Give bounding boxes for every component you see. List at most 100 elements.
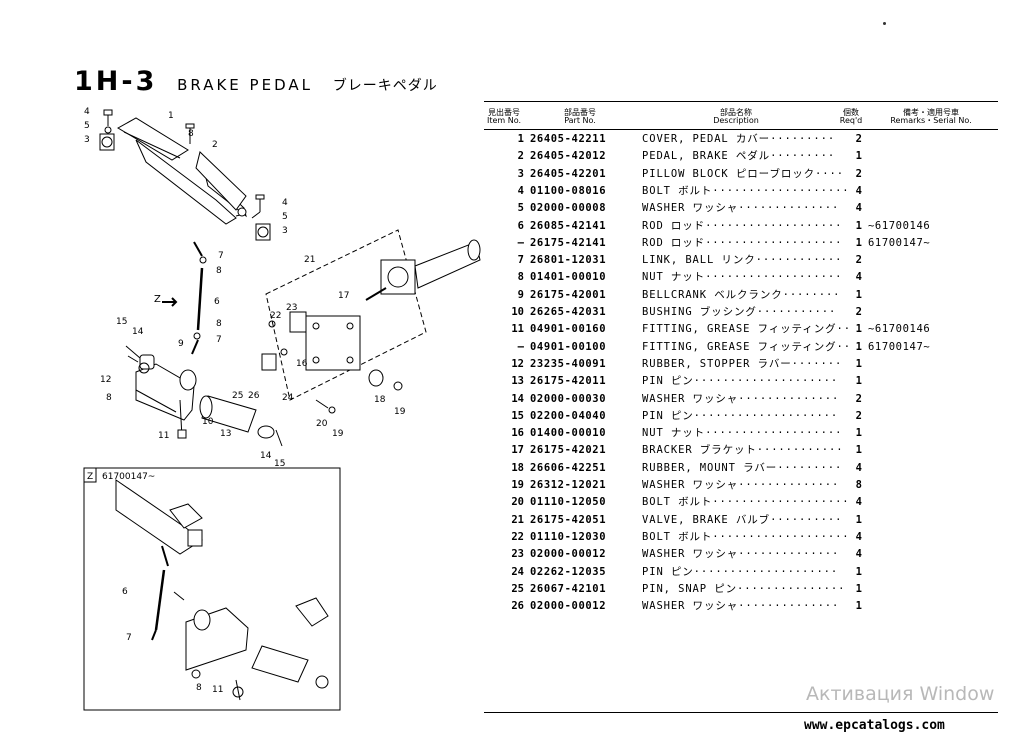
view-arrow xyxy=(162,297,178,307)
part-no: 02000-00012 xyxy=(530,548,607,561)
part-no: 26175-42011 xyxy=(530,375,607,388)
quantity: 2 xyxy=(855,409,862,422)
quantity: 1 xyxy=(855,513,862,526)
remarks: 61700147~ xyxy=(868,236,931,249)
table-row: 13 26175-42011 PIN ピン···················· 1 xyxy=(484,373,998,390)
description: RUBBER, MOUNT ラバー········· xyxy=(642,461,843,474)
svg-text:7: 7 xyxy=(216,335,222,345)
part-no: 02200-04040 xyxy=(530,409,607,422)
svg-text:20: 20 xyxy=(316,419,328,429)
svg-text:26: 26 xyxy=(248,391,260,401)
svg-text:4: 4 xyxy=(282,198,288,208)
remarks: 61700147~ xyxy=(868,340,931,353)
description: ROD ロッド··················· xyxy=(642,219,843,232)
quantity: 1 xyxy=(855,340,862,353)
svg-text:19: 19 xyxy=(394,407,406,417)
page-title: 1H-3 BRAKE PEDAL ブレーキペダル xyxy=(74,66,438,97)
pedal-assembly xyxy=(99,117,271,241)
part-no: 01110-12050 xyxy=(530,496,607,509)
svg-text:8: 8 xyxy=(216,266,222,276)
svg-text:5: 5 xyxy=(84,121,90,131)
quantity: 1 xyxy=(855,219,862,232)
item-no: 10 xyxy=(511,306,524,318)
part-no: 26085-42141 xyxy=(530,219,607,232)
item-no: 23 xyxy=(511,548,524,561)
svg-text:17: 17 xyxy=(338,291,349,301)
bolt-group-top-left xyxy=(103,109,265,212)
svg-text:6: 6 xyxy=(214,297,220,307)
svg-text:23: 23 xyxy=(286,303,297,313)
activation-watermark: Активация Window xyxy=(806,683,995,705)
description: FITTING, GREASE フィッティング·· xyxy=(642,323,851,336)
rod-assembly xyxy=(191,241,207,355)
description: WASHER ワッシャ·············· xyxy=(642,479,840,491)
svg-text:1: 1 xyxy=(168,111,174,121)
quantity: 2 xyxy=(855,254,862,267)
quantity: 2 xyxy=(855,133,862,145)
svg-text:3: 3 xyxy=(282,226,288,236)
svg-text:11: 11 xyxy=(158,431,169,441)
speck xyxy=(883,22,886,25)
part-no: 02262-12035 xyxy=(530,565,607,578)
description: PIN ピン···················· xyxy=(642,375,839,388)
section-code: 1H-3 xyxy=(74,66,158,97)
item-no: 21 xyxy=(511,513,524,526)
part-no: 26067-42101 xyxy=(530,582,607,595)
part-no: 01400-00010 xyxy=(530,427,607,440)
quantity: 4 xyxy=(855,271,862,284)
table-header-rule xyxy=(484,129,998,130)
item-no: 8 xyxy=(517,271,524,284)
svg-text:7: 7 xyxy=(218,251,224,261)
part-no: 26606-42251 xyxy=(530,461,607,474)
description: COVER, PEDAL カバー········· xyxy=(642,133,836,145)
description: PEDAL, BRAKE ペダル········· xyxy=(642,150,836,163)
item-no: 3 xyxy=(517,167,524,180)
description: ROD ロッド··················· xyxy=(642,236,843,249)
item-no: 15 xyxy=(511,409,524,422)
item-no: 9 xyxy=(517,288,524,301)
part-no: 26405-42211 xyxy=(530,133,607,145)
item-no: 25 xyxy=(511,582,524,595)
svg-text:8: 8 xyxy=(106,393,112,403)
description: BRACKER ブラケット············ xyxy=(642,444,844,457)
part-no: 26405-42201 xyxy=(530,167,607,180)
section-name-en: BRAKE PEDAL xyxy=(177,76,313,94)
item-no: 13 xyxy=(511,375,524,388)
item-no: 26 xyxy=(511,600,524,613)
svg-text:18: 18 xyxy=(374,395,386,405)
svg-text:7: 7 xyxy=(126,633,132,643)
svg-text:2: 2 xyxy=(212,140,218,150)
quantity: 1 xyxy=(855,375,862,388)
svg-text:14: 14 xyxy=(260,451,272,461)
quantity: 1 xyxy=(855,600,862,613)
quantity: 2 xyxy=(855,167,862,180)
section-name-jp: ブレーキペダル xyxy=(332,78,438,94)
quantity: 8 xyxy=(855,479,862,491)
svg-text:3: 3 xyxy=(84,135,90,145)
part-no: 01401-00010 xyxy=(530,271,607,284)
svg-text:Z: Z xyxy=(87,472,93,482)
item-no: 12 xyxy=(511,357,524,370)
svg-text:19: 19 xyxy=(332,429,344,439)
item-no: 18 xyxy=(511,461,524,474)
description: PIN ピン···················· xyxy=(642,565,839,578)
description: WASHER ワッシャ·············· xyxy=(642,392,840,405)
part-no: 26175-42021 xyxy=(530,444,607,457)
table-bottom-rule xyxy=(484,712,998,713)
svg-text:25: 25 xyxy=(232,391,243,401)
part-no: 02000-00012 xyxy=(530,600,607,613)
description: FITTING, GREASE フィッティング·· xyxy=(642,340,851,353)
part-no: 02000-00030 xyxy=(530,392,607,405)
item-no: – xyxy=(517,340,524,353)
